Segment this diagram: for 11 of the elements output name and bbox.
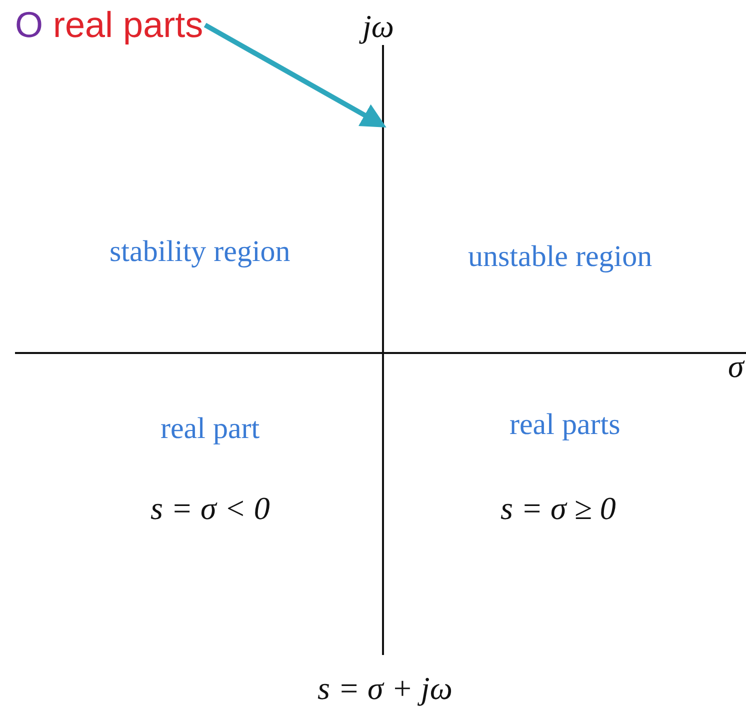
region-label: real parts [510,408,620,442]
vertical-axis [382,45,384,655]
region-label: stability region [110,235,290,269]
region-label: unstable region [468,240,652,274]
equation: s = σ ≥ 0 [500,490,616,527]
equation: s = σ + jω [318,670,452,707]
region-label: real part [160,412,260,446]
axis-label: σ [728,348,744,385]
equation: s = σ < 0 [150,490,270,527]
arrow [204,22,386,128]
callout-text: O real parts [15,4,204,46]
